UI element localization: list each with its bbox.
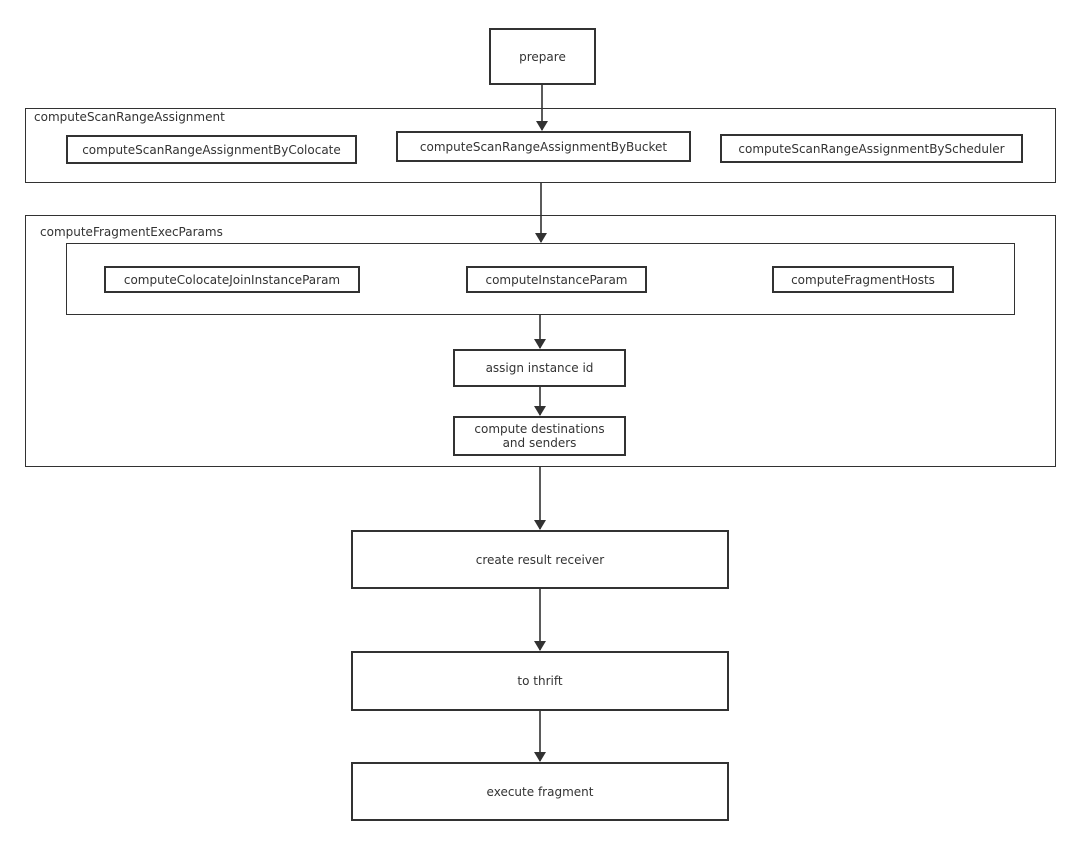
compute-destinations-line1: compute destinations [474, 422, 605, 436]
fragment-hosts-node: computeFragmentHosts [772, 266, 954, 293]
to-thrift-node: to thrift [351, 651, 729, 711]
assign-instance-id-node: assign instance id [453, 349, 626, 387]
create-result-receiver-node: create result receiver [351, 530, 729, 589]
colocate-join-instance-param-node: computeColocateJoinInstanceParam [104, 266, 360, 293]
scan-range-assignment-label: computeScanRangeAssignment [34, 110, 225, 124]
scan-range-assignment-container [25, 108, 1056, 183]
compute-destinations-node: compute destinations and senders [453, 416, 626, 456]
by-scheduler-node: computeScanRangeAssignmentByScheduler [720, 134, 1023, 163]
fragment-exec-params-label: computeFragmentExecParams [40, 225, 223, 239]
by-bucket-node: computeScanRangeAssignmentByBucket [396, 131, 691, 162]
execute-fragment-node: execute fragment [351, 762, 729, 821]
prepare-node: prepare [489, 28, 596, 85]
compute-destinations-line2: and senders [502, 436, 577, 450]
by-colocate-node: computeScanRangeAssignmentByColocate [66, 135, 357, 164]
instance-param-node: computeInstanceParam [466, 266, 647, 293]
instance-params-group [66, 243, 1015, 315]
